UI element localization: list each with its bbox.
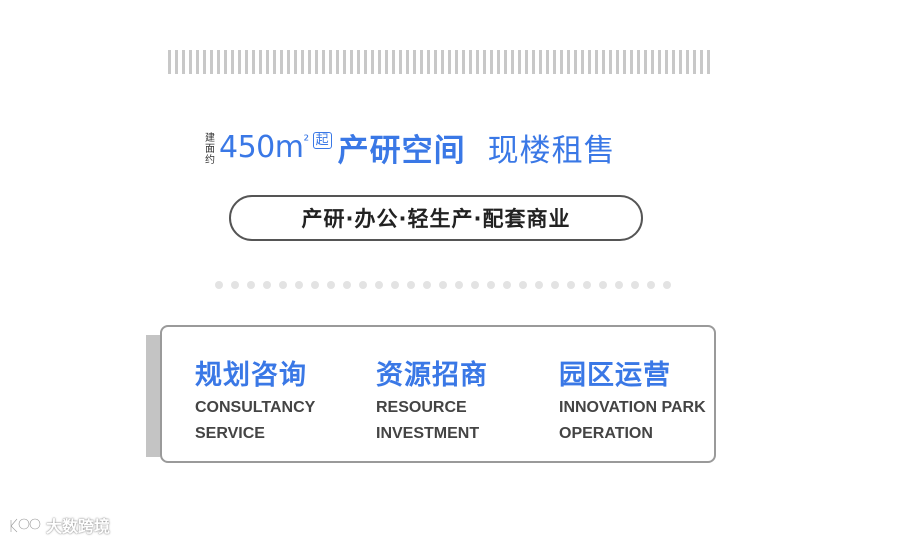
dot (359, 281, 367, 289)
dot (663, 281, 671, 289)
dotted-divider (215, 281, 671, 289)
dot (279, 281, 287, 289)
dot (471, 281, 479, 289)
area-unit: ² (303, 132, 309, 149)
dot (647, 281, 655, 289)
dot (327, 281, 335, 289)
dot (599, 281, 607, 289)
dot (503, 281, 511, 289)
striped-divider (168, 50, 710, 74)
dot (263, 281, 271, 289)
dot (215, 281, 223, 289)
watermark: 大数跨境 (8, 513, 110, 537)
service-planning: 规划咨询 CONSULTANCY SERVICE (195, 359, 315, 447)
service-subtitle: INVESTMENT (376, 425, 480, 442)
dot (455, 281, 463, 289)
sub-title: 现楼租售 (487, 132, 616, 169)
dot (567, 281, 575, 289)
area-value: 450m² (219, 130, 309, 165)
services-box: 规划咨询 CONSULTANCY SERVICE 资源招商 RESOURCE I… (160, 325, 716, 463)
dot (583, 281, 591, 289)
dot (375, 281, 383, 289)
dot (247, 281, 255, 289)
headline-prefix: 建 面 约 (205, 133, 215, 166)
area-number: 450m (219, 129, 304, 165)
dot (407, 281, 415, 289)
service-subtitle: OPERATION (559, 425, 653, 442)
dot (231, 281, 239, 289)
service-subtitle: RESOURCE (376, 399, 467, 416)
service-subtitle: SERVICE (195, 425, 265, 442)
service-operation: 园区运营 INNOVATION PARK OPERATION (559, 359, 706, 447)
main-title: 产研空间 (337, 132, 466, 169)
tagline-text: 产研·办公·轻生产·配套商业 (301, 207, 571, 231)
watermark-text: 大数跨境 (46, 517, 111, 536)
dot (439, 281, 447, 289)
dot (423, 281, 431, 289)
prefix-char: 约 (205, 154, 215, 166)
prefix-char: 面 (205, 143, 215, 155)
service-investment: 资源招商 RESOURCE INVESTMENT (376, 359, 488, 447)
watermark-logo-icon (8, 514, 42, 536)
service-subtitle: INNOVATION PARK (559, 399, 706, 416)
dot (311, 281, 319, 289)
headline: 建 面 约 450m² 起 产研空间 现楼租售 (205, 124, 616, 170)
dot (519, 281, 527, 289)
service-subtitle: CONSULTANCY (195, 399, 316, 416)
qi-badge: 起 (312, 131, 332, 149)
dot (295, 281, 303, 289)
service-title: 园区运营 (559, 360, 671, 391)
service-title: 资源招商 (376, 360, 488, 391)
service-title: 规划咨询 (195, 360, 307, 391)
services-accent-bar (146, 335, 160, 457)
dot (343, 281, 351, 289)
tagline-pill: 产研·办公·轻生产·配套商业 (229, 195, 643, 241)
dot (391, 281, 399, 289)
dot (631, 281, 639, 289)
dot (487, 281, 495, 289)
dot (535, 281, 543, 289)
dot (551, 281, 559, 289)
dot (615, 281, 623, 289)
prefix-char: 建 (205, 132, 215, 144)
